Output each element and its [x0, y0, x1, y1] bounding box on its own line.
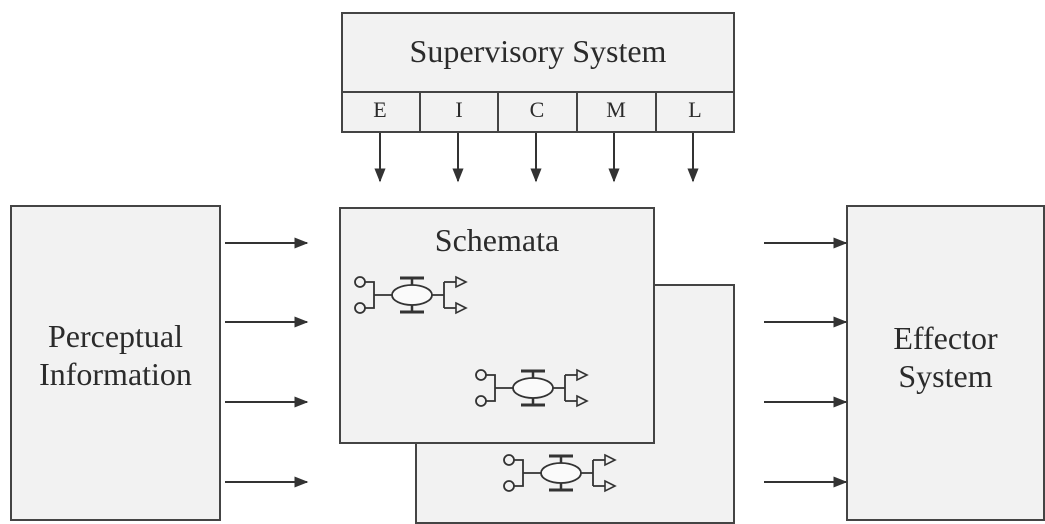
schemata-box: Schemata [339, 207, 655, 444]
schemata-title: Schemata [434, 222, 560, 258]
schema-symbol-2 [474, 368, 589, 408]
supervisory-cell-m: M [576, 91, 654, 131]
effector-system-label: Effector System [848, 319, 1043, 396]
supervisory-cell-l: L [655, 91, 733, 131]
effector-line-1: Effector [893, 320, 998, 356]
schema-symbol-3 [502, 453, 617, 493]
perceptual-information-box: Perceptual Information [10, 205, 221, 521]
supervisory-cell-c: C [497, 91, 575, 131]
perceptual-information-label: Perceptual Information [12, 317, 219, 394]
perceptual-line-1: Perceptual [47, 318, 184, 354]
supervisory-cell-e: E [373, 97, 387, 122]
supervisory-system-title: Supervisory System [409, 33, 667, 69]
perceptual-line-2: Information [39, 356, 192, 393]
supervisory-divider [343, 91, 733, 93]
effector-line-2: System [898, 358, 993, 395]
supervisory-cell-i: I [419, 91, 497, 131]
supervisory-system-box: Supervisory System [341, 12, 735, 133]
effector-system-box: Effector System [846, 205, 1045, 521]
schema-symbol-1 [353, 275, 468, 315]
